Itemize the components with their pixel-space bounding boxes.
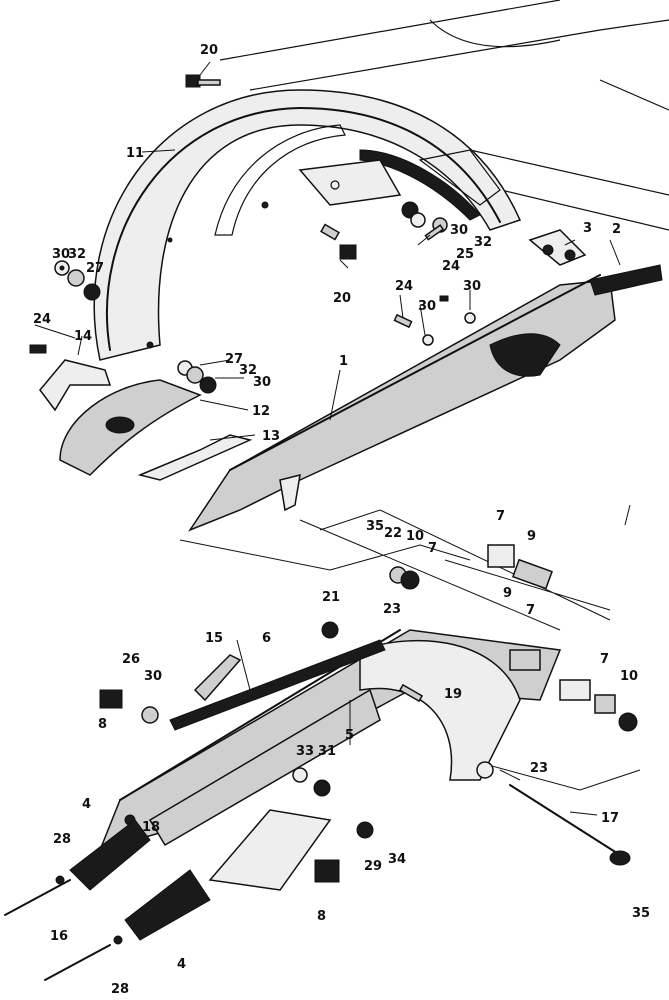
callout-30: 30 <box>52 247 70 262</box>
rear-fender <box>93 89 522 361</box>
adjuster-lower <box>208 809 340 891</box>
chain-case <box>188 274 616 532</box>
callout-32: 32 <box>239 363 257 378</box>
callout-10: 10 <box>620 669 638 684</box>
chain-adjuster-4b <box>44 869 211 981</box>
callout-24: 24 <box>395 279 413 294</box>
axle-2 <box>589 264 663 296</box>
callout-27: 27 <box>86 261 104 276</box>
frame-outline <box>219 0 669 231</box>
callout-10: 10 <box>406 529 424 544</box>
callout-7: 7 <box>600 652 609 667</box>
callout-13: 13 <box>262 429 280 444</box>
callout-12: 12 <box>252 404 270 419</box>
callout-19: 19 <box>444 687 462 702</box>
bolts-24-30 <box>393 295 476 346</box>
callout-33: 33 <box>296 744 314 759</box>
callout-24: 24 <box>442 259 460 274</box>
callout-18: 18 <box>142 820 160 835</box>
washers-center <box>177 360 217 394</box>
leader-lines <box>34 61 631 816</box>
chain-adjuster-4a <box>4 819 151 916</box>
callout-29: 29 <box>364 859 382 874</box>
callout-20: 20 <box>200 43 218 58</box>
callout-4: 4 <box>177 957 186 972</box>
callout-30: 30 <box>418 299 436 314</box>
callout-3: 3 <box>583 221 592 236</box>
callout-35: 35 <box>366 519 384 534</box>
callout-14: 14 <box>74 329 92 344</box>
callout-30: 30 <box>253 375 271 390</box>
callout-7: 7 <box>526 603 535 618</box>
callout-2: 2 <box>612 222 621 237</box>
callout-6: 6 <box>262 631 271 646</box>
callout-22: 22 <box>384 526 402 541</box>
callout-23: 23 <box>383 602 401 617</box>
callout-9: 9 <box>503 586 512 601</box>
callout-21: 21 <box>322 590 340 605</box>
callout-17: 17 <box>601 811 619 826</box>
bracket-13 <box>137 434 253 481</box>
callout-35: 35 <box>632 906 650 921</box>
callout-9: 9 <box>527 529 536 544</box>
callout-8: 8 <box>98 717 107 732</box>
callout-24: 24 <box>33 312 51 327</box>
pivot-bolt-17 <box>476 761 631 866</box>
bracket-14 <box>29 344 112 412</box>
callout-30: 30 <box>450 223 468 238</box>
callout-32: 32 <box>68 247 86 262</box>
callout-27: 27 <box>225 352 243 367</box>
washers-right <box>401 201 448 241</box>
callout-20: 20 <box>333 291 351 306</box>
plate-holder-12 <box>59 379 202 476</box>
callout-4: 4 <box>82 797 91 812</box>
fender-bracket <box>298 159 402 206</box>
callout-34: 34 <box>388 852 406 867</box>
washers-left <box>54 260 101 301</box>
callout-7: 7 <box>496 509 505 524</box>
callout-5: 5 <box>345 728 354 743</box>
section-lines <box>179 509 641 791</box>
callout-32: 32 <box>474 235 492 250</box>
callout-28: 28 <box>111 982 129 997</box>
callout-11: 11 <box>126 146 144 161</box>
callout-30: 30 <box>463 279 481 294</box>
callout-28: 28 <box>53 832 71 847</box>
callout-23: 23 <box>530 761 548 776</box>
callout-1: 1 <box>339 354 348 369</box>
clip-3 <box>528 229 587 266</box>
bushings <box>389 544 638 732</box>
callout-31: 31 <box>318 744 336 759</box>
callout-15: 15 <box>205 631 223 646</box>
chain-guard-6 <box>169 639 386 731</box>
swing-arm-fasteners <box>55 621 424 945</box>
callout-30: 30 <box>144 669 162 684</box>
callout-labels: 20 11 30 32 27 24 14 27 32 30 12 13 20 3… <box>33 43 650 997</box>
callout-26: 26 <box>122 652 140 667</box>
callout-7: 7 <box>428 541 437 556</box>
callout-8: 8 <box>317 909 326 924</box>
bolt-20-top <box>185 74 221 88</box>
bolt-20-lower <box>320 223 357 260</box>
callout-16: 16 <box>50 929 68 944</box>
callout-25: 25 <box>456 247 474 262</box>
